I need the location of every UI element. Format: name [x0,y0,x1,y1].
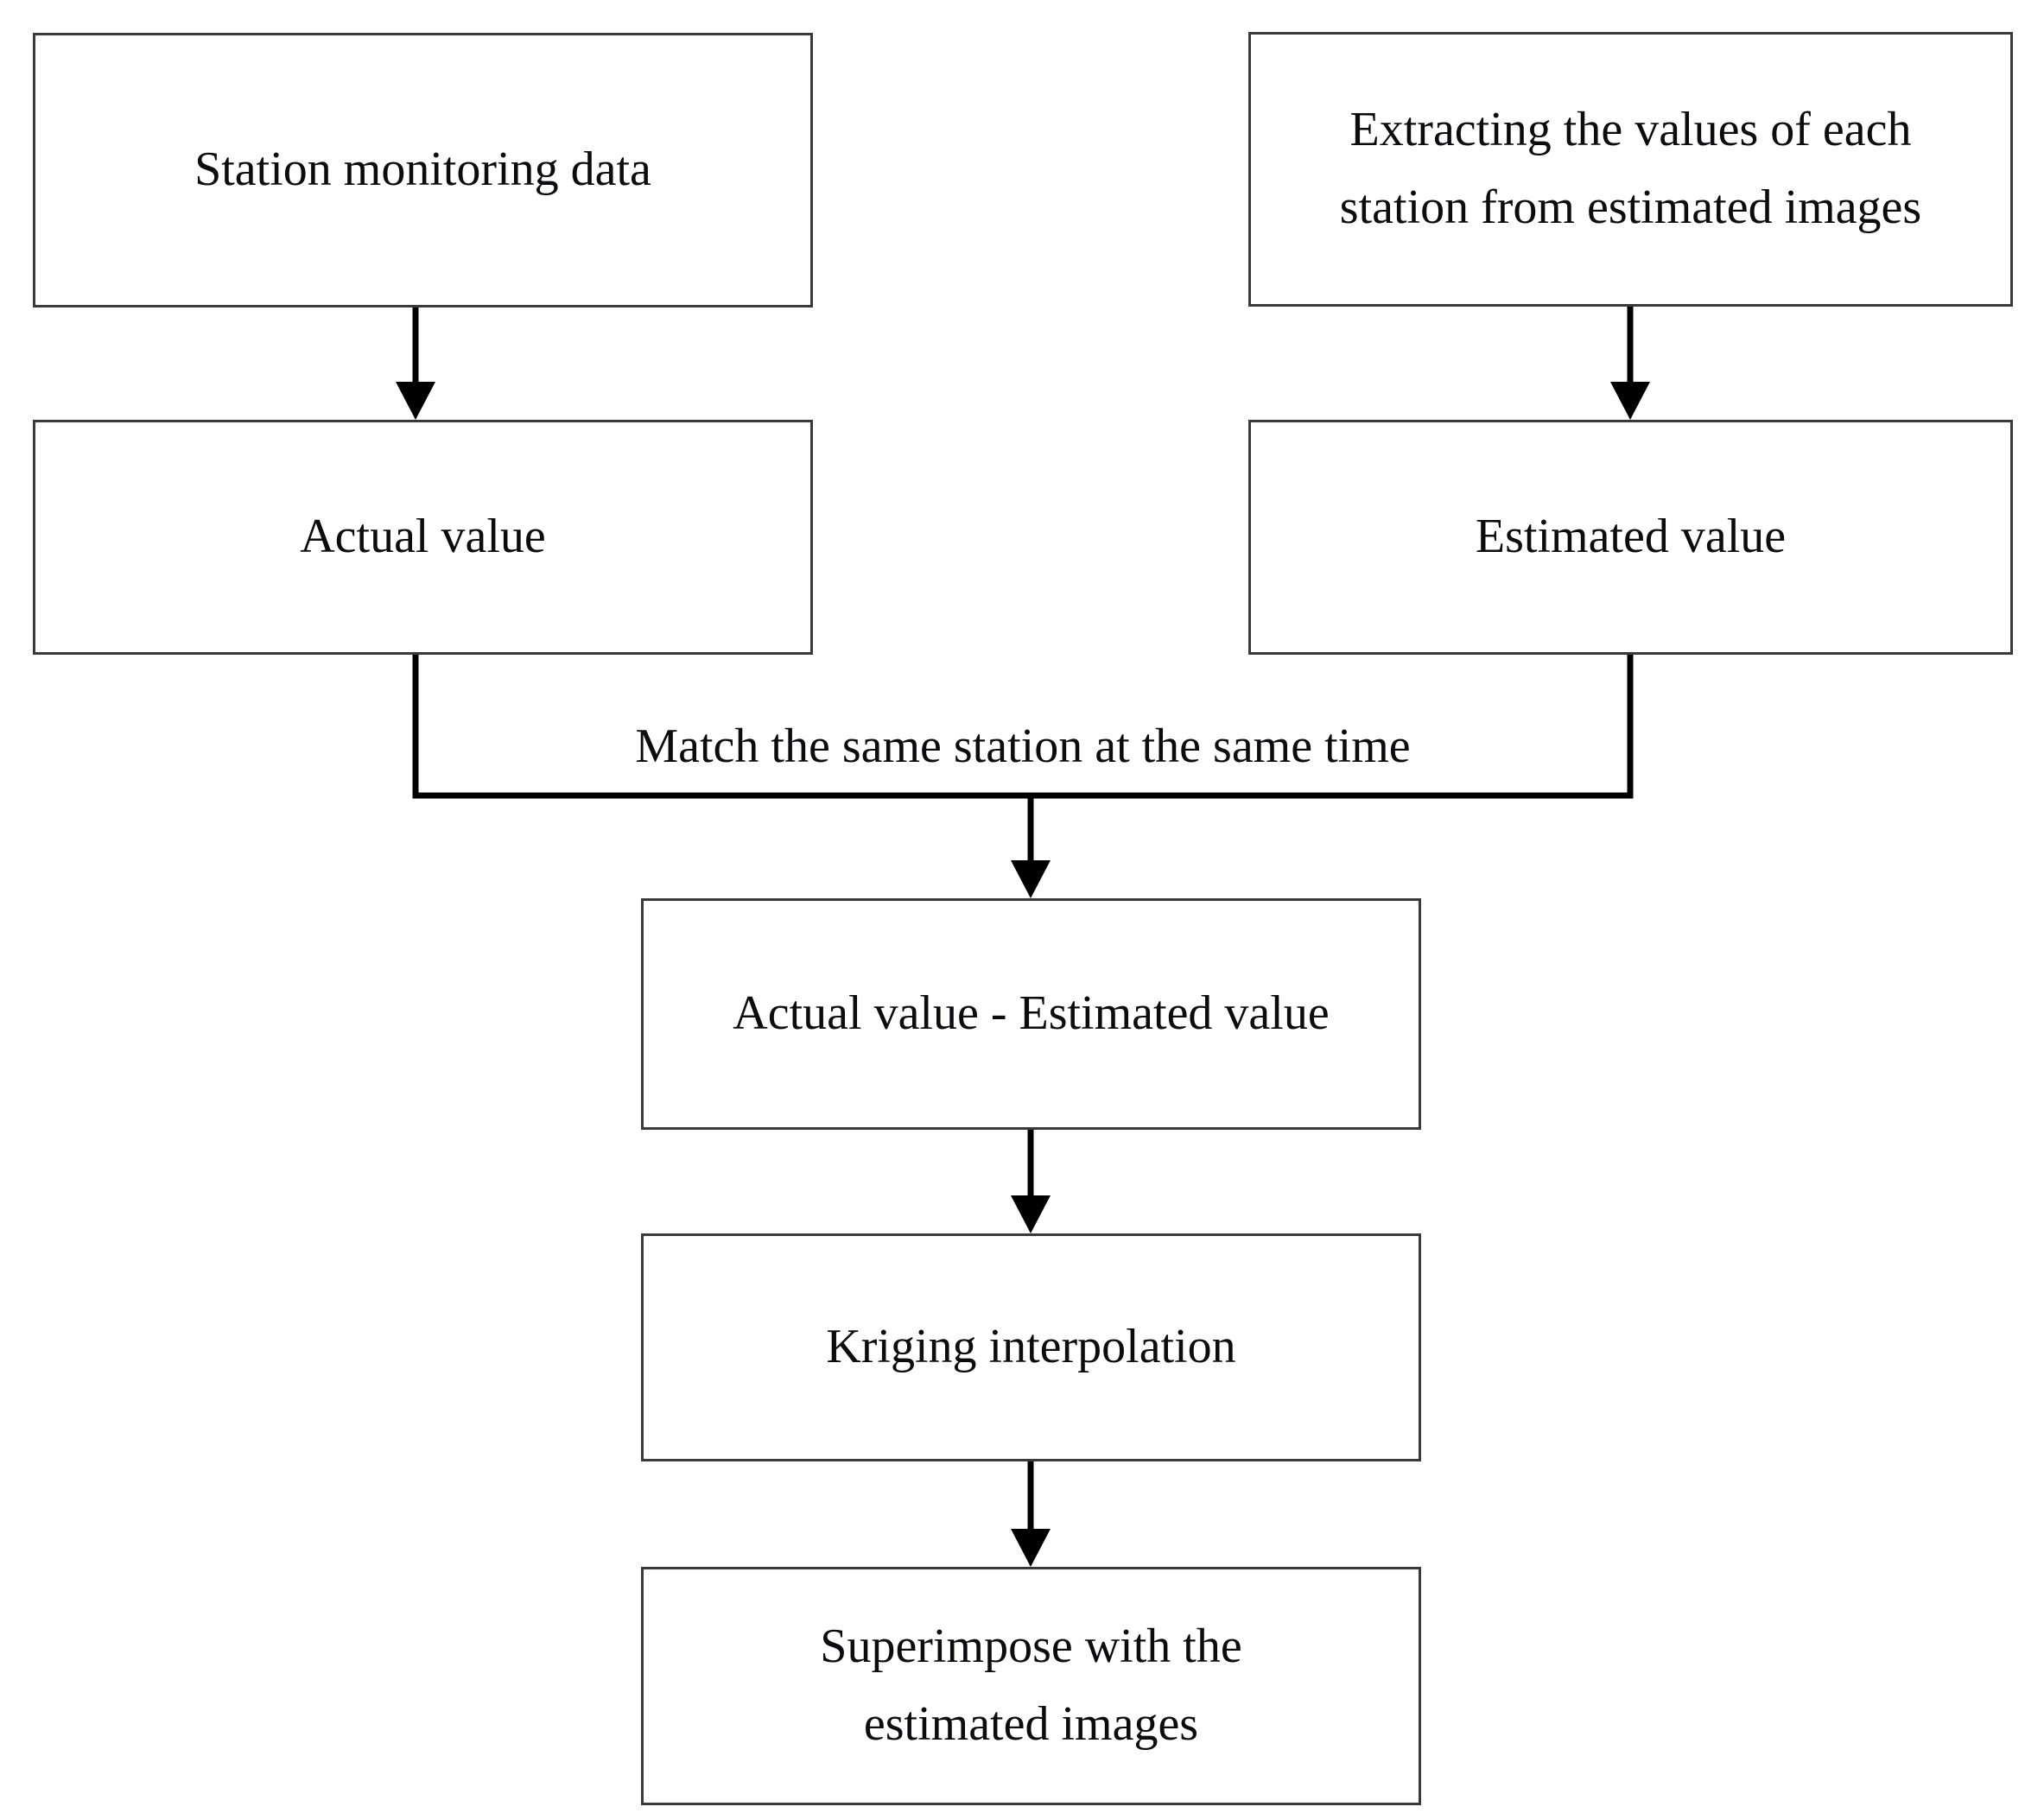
node-estimated-value-label: Estimated value [1475,510,1787,564]
node-extracting-values: Extracting the values of each station fr… [1248,32,2013,307]
node-kriging-interpolation: Kriging interpolation [641,1233,1421,1461]
edge-label-match-station: Match the same station at the same time [635,719,1411,773]
node-estimated-value: Estimated value [1248,420,2013,655]
node-kriging-interpolation-label: Kriging interpolation [826,1320,1236,1374]
node-actual-minus-estimated-label: Actual value - Estimated value [733,986,1330,1041]
node-superimpose-estimated-images-label: Superimpose with the estimated images [820,1620,1242,1751]
node-actual-minus-estimated: Actual value - Estimated value [641,898,1421,1130]
arrow-difference-to-kriging-head [1011,1195,1051,1233]
node-station-monitoring-data: Station monitoring data [33,33,813,307]
node-actual-value-label: Actual value [300,510,546,564]
arrow-merge-to-difference-head [1011,860,1051,898]
arrow-station-to-actual-head [396,382,435,420]
node-station-monitoring-data-label: Station monitoring data [194,143,651,197]
node-extracting-values-label: Extracting the values of each station fr… [1339,103,1922,234]
arrow-extracting-to-estimated-head [1610,382,1650,420]
arrow-kriging-to-superimpose-head [1011,1529,1051,1567]
node-actual-value: Actual value [33,420,813,655]
node-superimpose-estimated-images: Superimpose with the estimated images [641,1567,1421,1805]
